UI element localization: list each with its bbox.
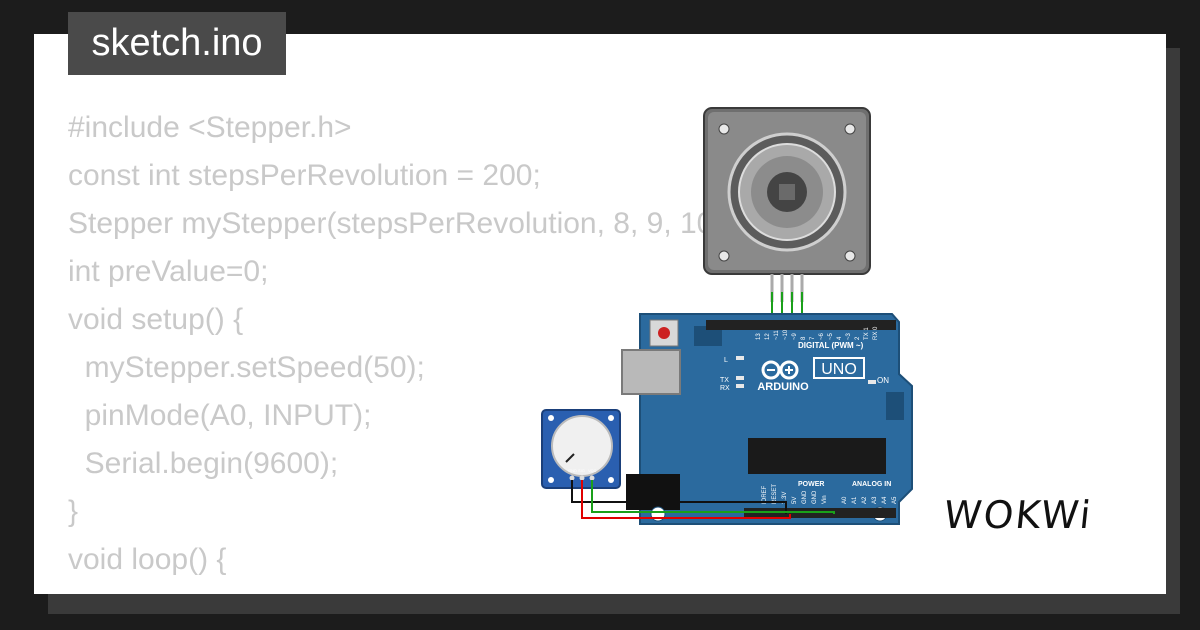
code-line: void setup() { (68, 303, 244, 336)
code-line: void loop() { (68, 543, 227, 576)
pot-pin-label: GND (568, 468, 577, 473)
microcontroller-chip (748, 438, 886, 474)
analog-label: ANALOG IN (852, 481, 891, 488)
code-line: int sensorValue = analogRead(A0); (68, 584, 768, 594)
usb-port (621, 349, 681, 395)
board-brand: ARDUINO (757, 381, 809, 393)
stepper-motor[interactable] (703, 107, 871, 302)
digital-label: DIGITAL (PWM ~) (798, 341, 864, 350)
code-line: #include <Stepper.h> (68, 111, 352, 144)
screw-icon (718, 250, 730, 262)
pin-label: ~3 (846, 332, 852, 340)
power-jack (626, 474, 680, 510)
pin-label: 13 (756, 333, 762, 340)
arduino-logo-icon (761, 360, 799, 380)
analog-pin-labels: A0 A1 A2 A3 A4 A5 (842, 496, 898, 504)
circuit-diagram: UNO ARDUINO DIGITAL (PWM ~) ON L TX RX P… (541, 107, 913, 525)
pot-wires (571, 480, 835, 519)
rx-label: RX (720, 385, 730, 392)
pin-label: ~11 (774, 330, 780, 340)
pin-label: 5V (792, 497, 798, 504)
code-line: pinMode(A0, INPUT); (68, 399, 372, 432)
pin-label: A5 (892, 496, 898, 504)
screw-icon (844, 123, 856, 135)
tx-label: TX (720, 377, 729, 384)
pin-label: IOREF (762, 485, 768, 504)
knob[interactable] (551, 415, 613, 477)
pin-label: ~5 (828, 332, 834, 340)
pin-label: 2 (855, 336, 861, 340)
pin-label: 7 (810, 336, 816, 340)
pin-label: GND (802, 490, 808, 504)
l-label: L (724, 357, 728, 364)
pin-label: RX 0 (873, 326, 879, 340)
pin-label: A3 (872, 496, 878, 504)
digital-header (706, 320, 896, 330)
reset-button[interactable] (658, 327, 670, 339)
arduino-uno-board[interactable]: UNO ARDUINO DIGITAL (PWM ~) ON L TX RX P… (621, 313, 913, 525)
code-line: } (68, 495, 79, 528)
pin-label: A0 (842, 496, 848, 504)
pin-label: 4 (837, 336, 843, 340)
screw-icon (844, 250, 856, 262)
code-line: int preValue=0; (68, 255, 269, 288)
wokwi-logo: WOKWi (941, 490, 1120, 540)
code-editor[interactable]: #include <Stepper.h> const int stepsPerRe… (68, 104, 780, 594)
logo-text: WOKWi (941, 493, 1095, 537)
file-title: sketch.ino (68, 12, 286, 75)
pin-label: A2 (862, 496, 868, 504)
pin-label: A4 (882, 496, 888, 504)
code-line: myStepper.setSpeed(50); (68, 351, 425, 384)
pot-pin-label: SIG (578, 468, 585, 473)
pin-label: A1 (852, 496, 858, 504)
analog-header (834, 508, 896, 518)
pin-label: 8 (801, 336, 807, 340)
power-pin-labels: IOREF RESET 3.3V 5V GND GND Vin (762, 484, 828, 504)
pin-label: 12 (765, 333, 771, 340)
pin-label: RESET (772, 484, 778, 504)
power-label: POWER (798, 481, 824, 488)
code-line: Serial.begin(9600); (68, 447, 339, 480)
pin-label: ~6 (819, 332, 825, 340)
pin-label: ~9 (792, 332, 798, 340)
pin-label: TX 1 (864, 327, 870, 340)
board-model: UNO (821, 361, 857, 378)
pot-pin-label: VCC (588, 468, 597, 473)
pin-label: ~10 (783, 329, 789, 340)
code-line: const int stepsPerRevolution = 200; (68, 159, 541, 192)
pin-label: GND (812, 490, 818, 504)
screw-icon (718, 123, 730, 135)
preview-card: #include <Stepper.h> const int stepsPerRe… (34, 34, 1166, 594)
on-label: ON (877, 376, 889, 385)
pin-label: 3.3V (782, 492, 788, 504)
pin-label: Vin (822, 495, 828, 504)
